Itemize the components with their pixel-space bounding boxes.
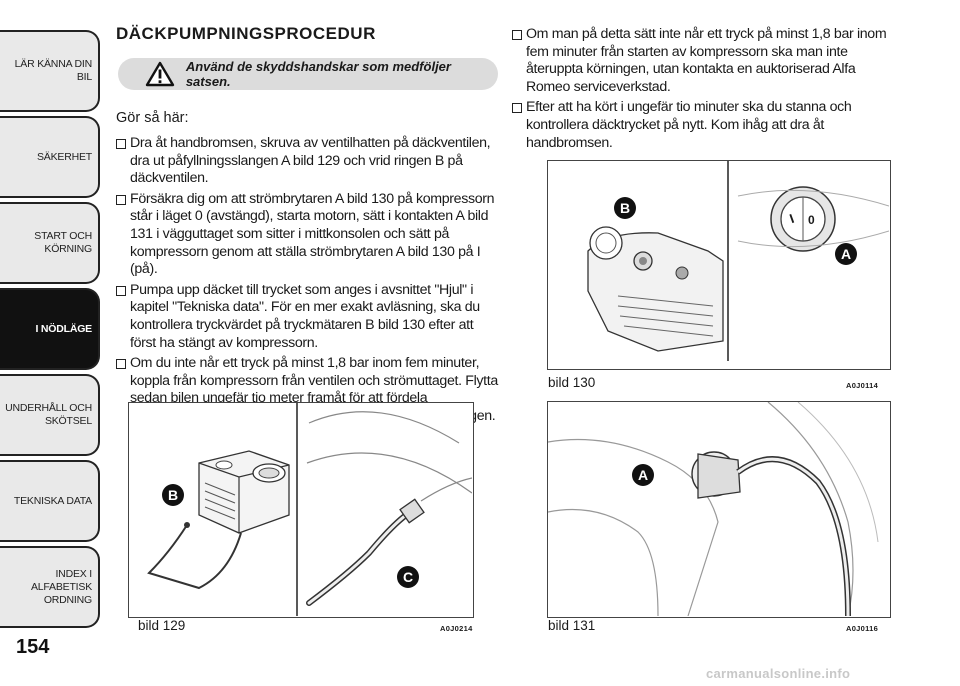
- intro-text: Gör så här:: [116, 110, 189, 126]
- tab-index[interactable]: INDEX I ALFABETISK ORDNING: [0, 546, 100, 628]
- callout-a: A: [632, 464, 654, 486]
- checkbox-bullet-icon: [512, 30, 522, 40]
- tab-start-och-korning[interactable]: START OCH KÖRNING: [0, 202, 100, 284]
- section-heading: DÄCKPUMPNINGSPROCEDUR: [116, 24, 376, 43]
- figure-129: B C bild 129 A0J0214: [128, 402, 474, 618]
- figure-129-caption: bild 129: [138, 618, 186, 633]
- warning-triangle-icon: [140, 58, 180, 90]
- callout-a: A: [835, 243, 857, 265]
- checkbox-bullet-icon: [116, 139, 126, 149]
- list-item: Dra åt handbromsen, skruva av ventilhatt…: [116, 135, 500, 188]
- warning-banner: Använd de skyddshandskar som medföljer s…: [118, 58, 498, 90]
- checkbox-bullet-icon: [116, 285, 126, 296]
- tab-tekniska-data[interactable]: TEKNISKA DATA: [0, 460, 100, 542]
- tab-sakerhet[interactable]: SÄKERHET: [0, 116, 100, 198]
- checkbox-bullet-icon: [512, 103, 522, 114]
- tab-lar-kanna-din-bil[interactable]: LÄR KÄNNA DIN BIL: [0, 30, 100, 112]
- list-item: Försäkra dig om att strömbrytaren A bild…: [116, 191, 500, 279]
- compressor-switch-illustration: [587, 161, 889, 361]
- figure-131-label: bild 131: [548, 618, 596, 633]
- figure-131: A: [547, 401, 891, 618]
- checkbox-bullet-icon: [116, 359, 126, 370]
- figure-129-caption-code: A0J0214: [440, 624, 473, 633]
- page-number: 154: [16, 636, 50, 658]
- figure-130-caption: bild 130: [548, 375, 596, 390]
- callout-b: B: [162, 484, 184, 506]
- switch-mark-0: 0: [808, 213, 815, 227]
- callout-b: B: [614, 197, 636, 219]
- compressor-kit-illustration: [147, 403, 472, 616]
- callout-c: C: [397, 566, 419, 588]
- figure-130-caption-code: A0J0114: [846, 381, 879, 390]
- power-socket-illustration: [548, 402, 879, 616]
- watermark: carmanualsonline.info: [706, 666, 851, 681]
- procedure-list-right: Om man på detta sätt inte når ett tryck …: [512, 26, 902, 155]
- list-item: Pumpa upp däcket till trycket som anges …: [116, 282, 500, 352]
- list-item: Om man på detta sätt inte når ett tryck …: [512, 26, 902, 96]
- tab-i-nodlage[interactable]: I NÖDLÄGE: [0, 288, 100, 370]
- figure-130: I 0 B A bild 130 A0J0114: [547, 160, 891, 370]
- tab-underhall-och-skotsel[interactable]: UNDERHÅLL OCH SKÖTSEL: [0, 374, 100, 456]
- procedure-list-left: Dra åt handbromsen, skruva av ventilhatt…: [116, 135, 500, 429]
- warning-text: Använd de skyddshandskar som medföljer s…: [185, 59, 451, 89]
- figure-131-code: A0J0116: [846, 624, 879, 633]
- list-item: Efter att ha kört i ungefär tio minuter …: [512, 99, 902, 152]
- checkbox-bullet-icon: [116, 194, 126, 205]
